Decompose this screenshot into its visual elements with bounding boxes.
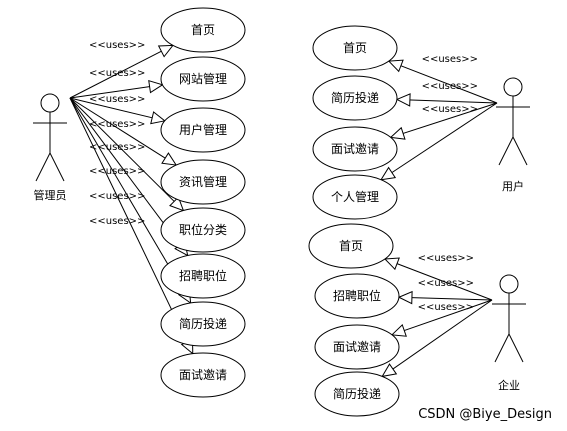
association-line-0-0: [69, 44, 174, 99]
actor-1-head: [503, 77, 523, 97]
use-case-label-2-2: 面试邀请: [333, 339, 381, 354]
association-line-1-2: [390, 102, 498, 138]
arrowhead-1-1: [395, 93, 411, 107]
actor-0-left-leg: [35, 152, 51, 182]
use-case-label-1-1: 简历投递: [331, 90, 379, 105]
use-case-1-3: [312, 174, 398, 220]
use-case-0-3: [160, 159, 246, 205]
use-case-label-0-0: 首页: [191, 23, 215, 37]
use-case-label-0-2: 用户管理: [179, 122, 227, 137]
actor-1-left-leg: [498, 136, 514, 166]
uses-label-0-3: <<uses>>: [89, 119, 145, 130]
uses-label-0-2: <<uses>>: [89, 94, 145, 105]
relation-labels: <<uses>> <<uses>> <<uses>> <<uses>> <<uses>>…: [89, 40, 478, 313]
arrowhead-0-3: [161, 152, 178, 166]
association-line-0-1: [69, 84, 163, 99]
actor-0-head: [40, 93, 60, 113]
use-case-0-2: [160, 107, 246, 153]
use-case-0-5: [160, 253, 246, 299]
arrowhead-1-3: [380, 166, 397, 181]
watermark: CSDN @Biye_Design: [418, 407, 552, 422]
actor-1-label: 用户: [502, 179, 524, 193]
association-line-2-3: [381, 299, 493, 377]
arrowhead-0-2: [150, 111, 166, 125]
arrowhead-0-0: [157, 44, 175, 58]
association-line-2-1: [398, 296, 493, 301]
use-case-0-7: [160, 352, 246, 398]
association-line-2-2: [391, 299, 493, 336]
use-case-2-3: [314, 371, 400, 417]
uses-label-1-0: <<uses>>: [422, 54, 478, 65]
use-case-label-0-3: 资讯管理: [179, 174, 227, 189]
use-case-label-0-7: 面试邀请: [179, 367, 227, 382]
use-case-label-0-5: 招聘职位: [179, 268, 227, 283]
use-case-label-1-3: 个人管理: [331, 189, 379, 204]
use-case-label-2-3: 简历投递: [333, 386, 381, 401]
arrowhead-0-1: [148, 79, 164, 94]
use-case-ellipses: 首页网站管理用户管理资讯管理职位分类招聘职位简历投递面试邀请首页简历投递面试邀请…: [160, 7, 400, 417]
use-case-2-0: [308, 223, 394, 269]
uses-label-0-7: <<uses>>: [89, 216, 145, 227]
arrowhead-0-4: [169, 196, 185, 212]
association-line-0-2: [69, 97, 165, 122]
use-case-label-2-0: 首页: [339, 239, 363, 253]
uses-label-1-1: <<uses>>: [422, 81, 478, 92]
uses-label-0-1: <<uses>>: [89, 68, 145, 79]
use-case-label-2-1: 招聘职位: [333, 288, 381, 303]
association-line-1-0: [388, 60, 498, 104]
uses-label-0-6: <<uses>>: [89, 191, 145, 202]
uses-label-1-2: <<uses>>: [422, 104, 478, 115]
uses-label-2-1: <<uses>>: [418, 278, 474, 289]
uses-label-0-0: <<uses>>: [89, 40, 145, 51]
actor-2-left-leg: [494, 333, 510, 363]
uses-label-0-5: <<uses>>: [89, 166, 145, 177]
use-case-label-0-4: 职位分类: [179, 222, 227, 237]
association-line-1-3: [380, 102, 498, 181]
actor-2-right-leg: [508, 333, 524, 363]
actor-2-head: [499, 274, 519, 294]
use-case-1-1: [312, 75, 398, 121]
use-case-0-4: [160, 207, 246, 253]
arrowhead-1-0: [387, 59, 404, 73]
association-line-0-4: [69, 97, 184, 211]
actor-0-label: 管理员: [34, 188, 67, 202]
arrowhead-2-2: [390, 323, 407, 337]
use-case-0-1: [160, 56, 246, 102]
uses-label-0-4: <<uses>>: [89, 142, 145, 153]
actor-0-right-leg: [49, 152, 65, 182]
arrowhead-2-1: [397, 290, 413, 305]
use-case-0-0: [160, 7, 246, 53]
actor-1-right-leg: [512, 136, 528, 166]
use-case-0-6: [160, 301, 246, 347]
use-case-label-0-6: 简历投递: [179, 316, 227, 331]
use-case-label-1-0: 首页: [343, 41, 367, 55]
use-case-1-2: [312, 126, 398, 172]
actor-2-label: 企业: [498, 378, 520, 392]
use-case-1-0: [312, 25, 398, 71]
use-case-label-1-2: 面试邀请: [331, 141, 379, 156]
use-case-label-0-1: 网站管理: [179, 71, 227, 86]
uses-label-2-0: <<uses>>: [418, 253, 474, 264]
use-case-2-1: [314, 273, 400, 319]
association-line-0-3: [69, 97, 177, 166]
arrowhead-2-3: [381, 363, 398, 378]
association-line-2-0: [384, 258, 493, 301]
uses-label-2-2: <<uses>>: [418, 302, 474, 313]
use-case-2-2: [314, 324, 400, 370]
arrowhead-1-2: [389, 126, 406, 140]
arrowhead-2-0: [383, 257, 400, 271]
association-line-1-1: [396, 98, 498, 104]
